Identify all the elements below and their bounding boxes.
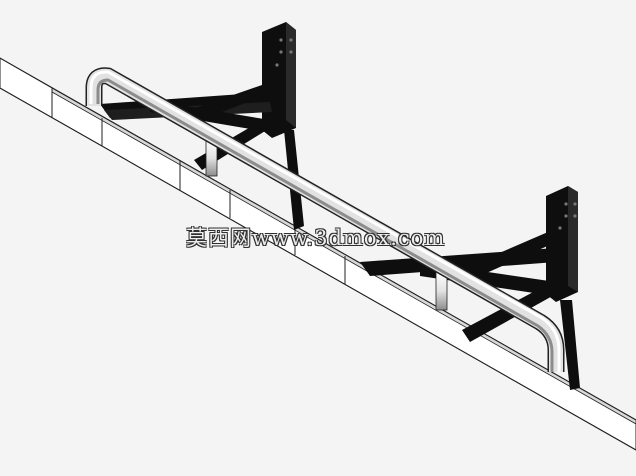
handrail-tube: [85, 67, 565, 372]
deck-slab: [0, 57, 636, 451]
bracket-front: [360, 186, 580, 390]
watermark-text: 莫西网www.3dmox.com: [186, 226, 446, 250]
